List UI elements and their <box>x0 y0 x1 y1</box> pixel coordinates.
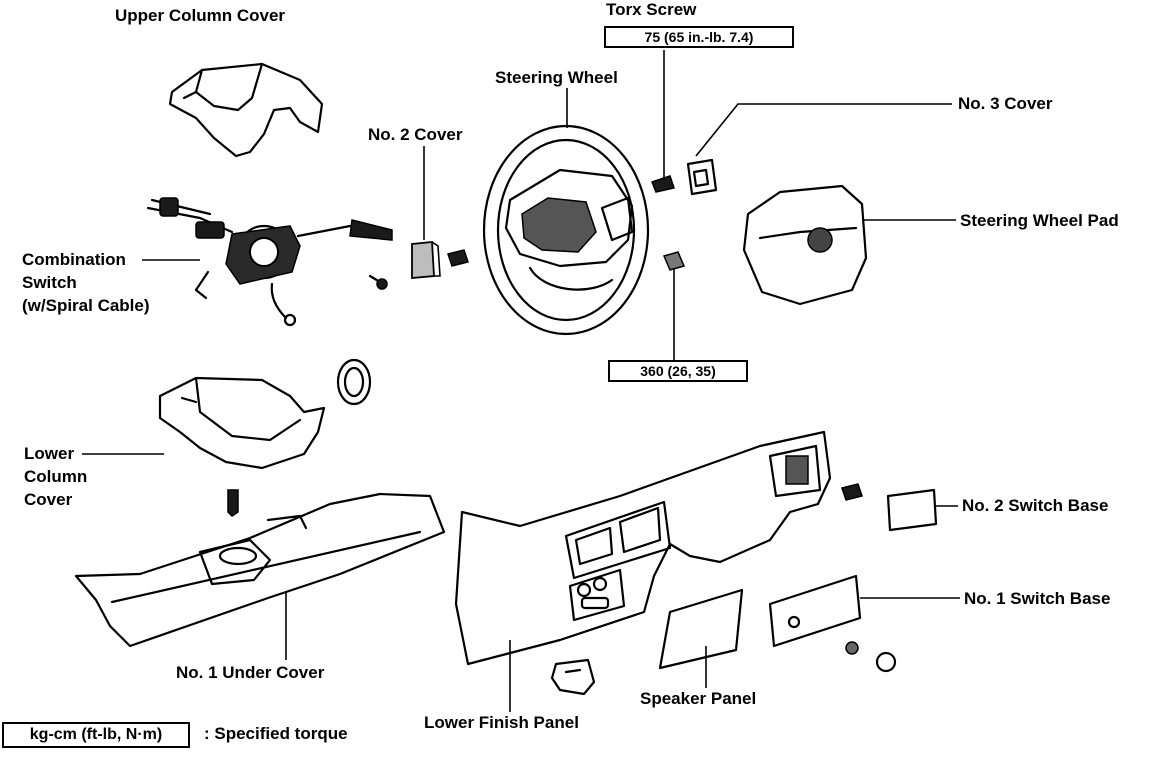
label-steering-wheel: Steering Wheel <box>495 68 618 87</box>
torque-box-pad-nut: 360 (26, 35) <box>608 360 748 382</box>
lower-column-cover-part <box>158 358 372 470</box>
label-lower-column-cover-line2: Column <box>24 467 88 486</box>
combination-switch-part <box>146 197 393 327</box>
leader-lines <box>82 88 960 712</box>
pad-nut-part <box>662 251 686 271</box>
no1-switch-base-part <box>768 574 897 673</box>
no2-switch-base-part <box>841 483 938 532</box>
no1-under-cover-part <box>74 492 446 648</box>
no3-cover-part <box>686 158 718 196</box>
no2-cover-part <box>411 241 441 279</box>
label-combination-switch-line3: (w/Spiral Cable) <box>22 296 150 315</box>
legend-unit-box: kg-cm (ft-lb, N·m) <box>2 722 190 748</box>
label-torx-screw: Torx Screw <box>606 0 697 19</box>
clip-part <box>550 658 596 696</box>
label-steering-wheel-pad: Steering Wheel Pad <box>960 211 1119 230</box>
torx-screw-part <box>651 50 675 193</box>
label-no2-switch-base: No. 2 Switch Base <box>962 496 1109 515</box>
label-no2-cover: No. 2 Cover <box>368 125 463 144</box>
steering-wheel-pad-part <box>742 184 868 306</box>
lower-screw-part <box>227 489 239 517</box>
label-lower-column-cover-line3: Cover <box>24 490 73 509</box>
label-combination-switch-line1: Combination <box>22 250 126 269</box>
steering-wheel-part <box>482 124 650 336</box>
label-no1-switch-base: No. 1 Switch Base <box>964 589 1111 608</box>
label-combination-switch-line2: Switch <box>22 273 77 292</box>
screw-part <box>447 249 469 267</box>
torque-box-torx-screw: 75 (65 in.-lb. 7.4) <box>604 26 794 48</box>
label-no1-under-cover: No. 1 Under Cover <box>176 663 325 682</box>
lower-finish-panel-part <box>454 430 832 666</box>
label-lower-column-cover-line1: Lower <box>24 444 75 463</box>
label-no3-cover: No. 3 Cover <box>958 94 1053 113</box>
label-upper-column-cover: Upper Column Cover <box>115 6 286 25</box>
upper-column-cover-part <box>168 62 324 158</box>
label-speaker-panel: Speaker Panel <box>640 689 757 708</box>
legend-description: : Specified torque <box>204 724 348 743</box>
speaker-panel-part <box>658 588 744 670</box>
label-lower-finish-panel: Lower Finish Panel <box>424 713 579 732</box>
